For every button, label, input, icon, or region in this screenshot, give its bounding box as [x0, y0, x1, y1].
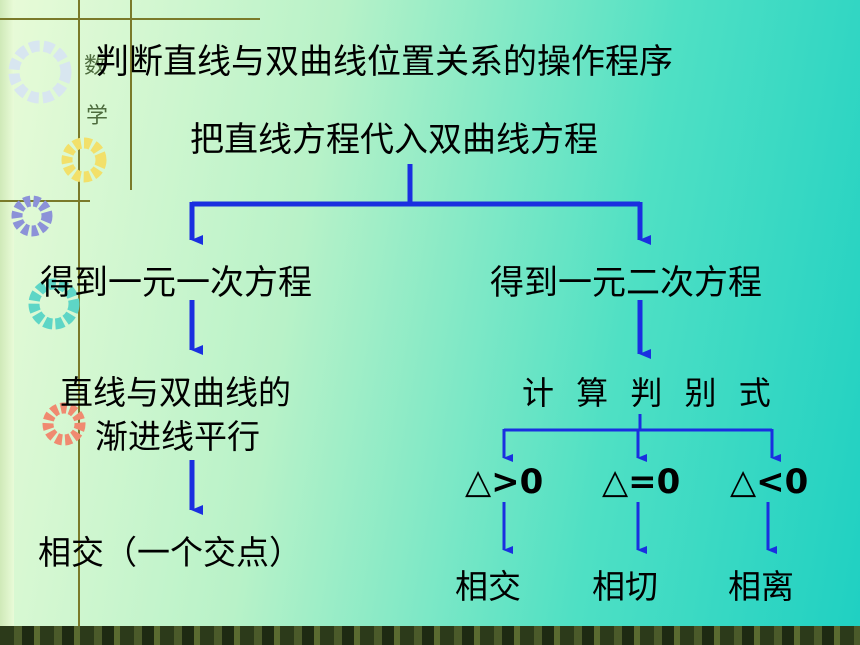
result-tangent: 相切: [592, 567, 658, 606]
node-parallel-line1: 直线与双曲线的: [60, 373, 291, 412]
node-parallel-line2: 渐进线平行: [95, 417, 260, 456]
side-label-shu: 数: [84, 54, 107, 79]
condition-zero: △=0: [602, 462, 681, 502]
side-label-xue: 学: [86, 104, 109, 129]
side-strip: [0, 0, 14, 626]
flower-icon: [8, 40, 107, 446]
node-substitute: 把直线方程代入双曲线方程: [190, 120, 598, 160]
deco-flowers: [8, 40, 107, 446]
condition-positive: △>0: [465, 462, 544, 502]
result-separate: 相离: [728, 567, 794, 606]
bottom-band: [0, 626, 860, 645]
node-intersect-one-point: 相交（一个交点）: [38, 533, 302, 572]
deco-hline-2: [0, 200, 90, 202]
node-linear-equation: 得到一元一次方程: [40, 263, 312, 303]
node-quadratic-equation: 得到一元二次方程: [490, 263, 762, 303]
deco-vline-2: [130, 0, 132, 190]
condition-negative: △<0: [730, 462, 809, 502]
deco-vline-1: [78, 0, 80, 626]
node-discriminant: 计 算 判 别 式: [522, 374, 777, 412]
deco-hline-1: [0, 18, 260, 20]
result-intersect: 相交: [455, 567, 521, 606]
page-title: 判断直线与双曲线位置关系的操作程序: [95, 42, 673, 82]
